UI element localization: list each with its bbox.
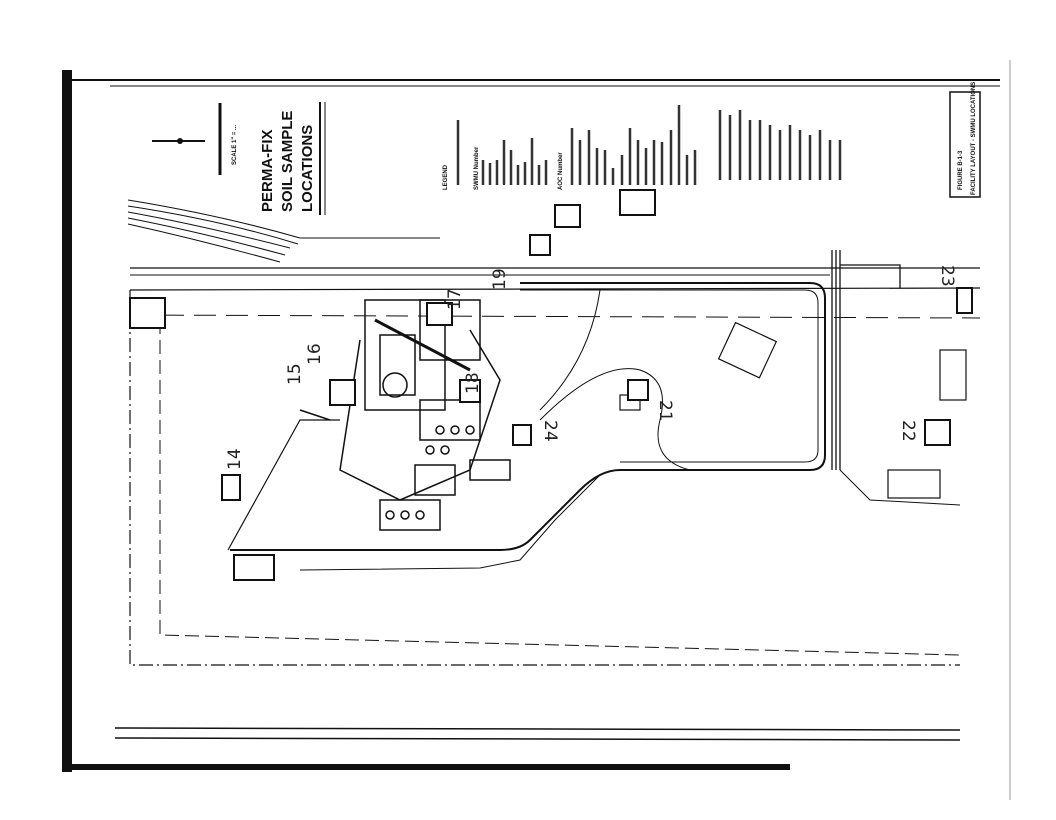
bottom-line-1 bbox=[114, 727, 961, 731]
facility-loop-road bbox=[230, 282, 826, 551]
site-boundary bbox=[129, 290, 961, 666]
sample-number-19: 19 bbox=[490, 268, 510, 290]
legend-aoc-heading: AOC Number bbox=[558, 152, 564, 190]
title-block: FIGURE B-1-3 FACILITY LAYOUT - SWMU LOCA… bbox=[949, 82, 981, 198]
sample-number-15: 15 bbox=[285, 363, 305, 385]
sample-number-22: 22 bbox=[898, 420, 918, 442]
sample-number-24: 24 bbox=[540, 420, 560, 442]
title-line-3: LOCATIONS bbox=[299, 125, 316, 212]
building-cluster bbox=[299, 299, 511, 531]
legend-heading: LEGEND bbox=[443, 164, 449, 190]
north-arrow-center bbox=[177, 138, 183, 144]
main-road bbox=[129, 267, 981, 319]
bottom-line-2 bbox=[114, 737, 961, 741]
railroad bbox=[127, 199, 440, 263]
legend: LEGEND SWMU Number AOC Number bbox=[443, 105, 842, 190]
legend-swmu-heading: SWMU Number bbox=[474, 146, 480, 190]
sample-number-17: 17 bbox=[445, 288, 465, 310]
vertical-road bbox=[831, 250, 901, 470]
sample-number-16: 16 bbox=[305, 343, 325, 365]
sample-number-23: 23 bbox=[937, 265, 957, 287]
title-line-1: PERMA-FIX bbox=[259, 130, 276, 213]
title-line-2: SOIL SAMPLE bbox=[279, 111, 296, 212]
sample-numbers: 14 15 16 17 18 19 21 22 23 24 bbox=[225, 265, 957, 470]
figure-caption: FACILITY LAYOUT - SWMU LOCATIONS bbox=[971, 82, 977, 195]
figure-number: FIGURE B-1-3 bbox=[958, 150, 964, 190]
map-title: PERMA-FIX SOIL SAMPLE LOCATIONS bbox=[259, 102, 326, 215]
sample-number-21: 21 bbox=[655, 400, 675, 422]
lower-road bbox=[299, 474, 601, 571]
sample-number-18: 18 bbox=[463, 372, 483, 394]
drainage-line bbox=[539, 289, 601, 411]
lot-boundary bbox=[227, 419, 340, 551]
scan-border-left bbox=[62, 70, 72, 772]
sample-number-14: 14 bbox=[225, 448, 245, 470]
scan-border-bottom bbox=[68, 764, 790, 770]
aoc-boundary bbox=[539, 368, 691, 471]
road-east bbox=[839, 469, 961, 506]
eastern-buildings bbox=[619, 321, 967, 499]
facility-loop-inner bbox=[520, 289, 819, 463]
scale-label: SCALE 1" = ... bbox=[232, 125, 238, 165]
sample-label-boxes bbox=[129, 189, 973, 581]
